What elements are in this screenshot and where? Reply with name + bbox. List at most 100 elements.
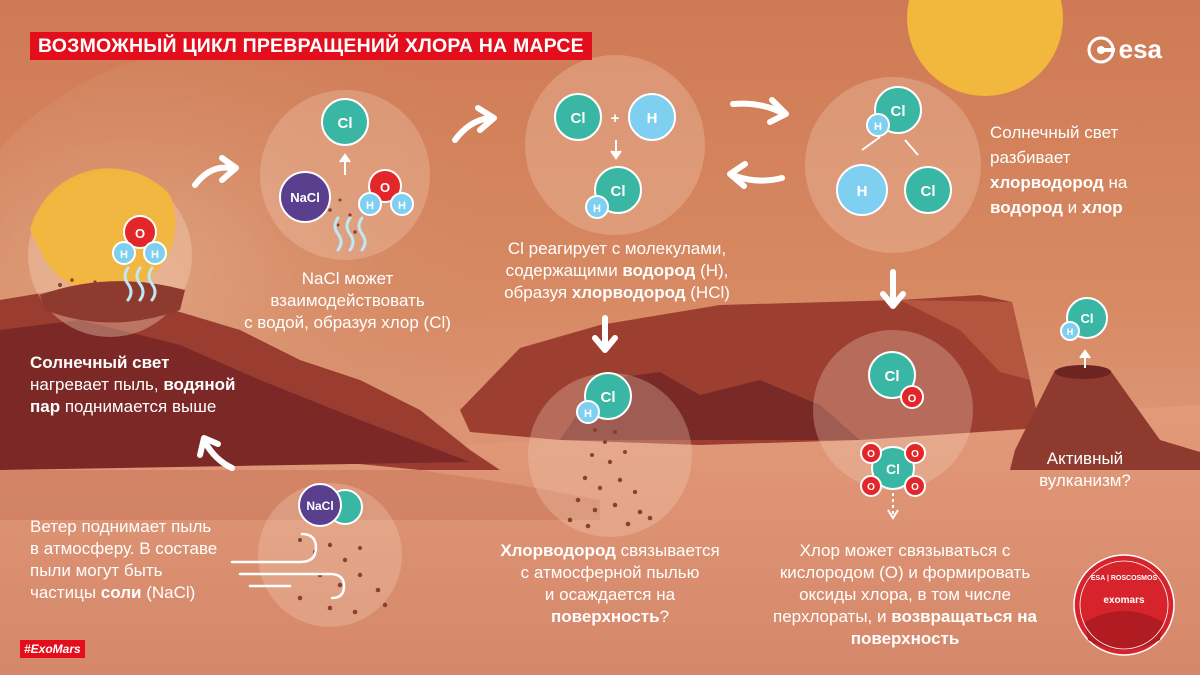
atom-label-o: O (135, 226, 145, 241)
molecule-h-1 (628, 93, 676, 141)
atom-label-h: H (1067, 327, 1074, 337)
atom-label-o: O (908, 393, 917, 405)
small-arrows (339, 136, 1091, 368)
caption-text: на (1108, 173, 1128, 192)
atom-label-cl: Cl (885, 368, 900, 385)
molecule-cl-2 (554, 93, 602, 141)
caption-text: в атмосферу. В составе (30, 539, 218, 558)
caption-text: ? (659, 607, 670, 626)
panel-circle-oxides (813, 330, 973, 490)
caption-text: нагревает пыль, (30, 375, 159, 394)
atom-label-h: H (857, 183, 868, 200)
caption-nacl-water: NaCl может взаимодействовать с водой, об… (215, 268, 480, 334)
atom-label-h: H (593, 203, 601, 215)
volcano (1010, 370, 1200, 470)
sun-icon (907, 0, 1063, 96)
caption-bold: соли (100, 583, 142, 602)
panel-circle-wind (258, 483, 402, 627)
caption-text: оксиды хлора, в том числе (799, 585, 1011, 604)
caption-text: пыли могут быть (30, 561, 163, 580)
caption-text: (NaCl) (146, 583, 196, 602)
volcano-crater (1055, 365, 1111, 379)
molecule-hcl-4 (1060, 297, 1108, 341)
caption-bold: водород (990, 198, 1063, 217)
mesa-shadow (560, 372, 860, 440)
caption-evaporation: Солнечный свет нагревает пыль, водяной п… (30, 352, 320, 418)
molecule-water-1 (112, 215, 167, 265)
caption-bold: водород (622, 261, 696, 280)
caption-bold: водяной (163, 375, 236, 394)
molecule-clo (868, 351, 924, 409)
molecule-hcl-3 (576, 372, 632, 424)
atom-label-cl: Cl (1081, 311, 1094, 326)
atom-labels: O H H Cl NaCl O H H Cl + H Cl H Cl H H C… (120, 103, 1093, 513)
molecule-clo4 (860, 442, 926, 497)
exomars-badge: ESA | ROSCOSMOS exomars (1073, 554, 1175, 656)
cycle-arrows (192, 97, 906, 471)
atom-label-o: O (867, 482, 875, 493)
esa-logo-icon (1087, 36, 1115, 63)
caption-text: Солнечный свет (990, 123, 1119, 142)
caption-text: частицы (30, 583, 97, 602)
badge-top-text: ESA | ROSCOSMOS (1091, 575, 1158, 582)
caption-bold: Хлорводород (500, 541, 616, 560)
molecule-h-2 (836, 164, 888, 216)
caption-text: Cl реагирует с молекулами, (507, 239, 727, 258)
esa-logo: esa (1087, 34, 1162, 65)
caption-text: (H), (700, 261, 729, 280)
caption-deposition: Хлорводород связывается с атмосферной пы… (470, 540, 750, 628)
atom-label-nacl: NaCl (306, 499, 333, 513)
caption-text: Хлор может связываться с (799, 541, 1011, 560)
page-title: ВОЗМОЖНЫЙ ЦИКЛ ПРЕВРАЩЕНИЙ ХЛОРА НА МАРС… (30, 32, 592, 60)
caption-text: и осаждается на (544, 585, 676, 604)
atom-label-cl: Cl (611, 183, 626, 200)
small-sun-icon (30, 168, 176, 294)
molecule-hcl-2 (866, 86, 922, 137)
molecule-nacl-1 (279, 171, 331, 223)
atom-label-cl: Cl (571, 110, 586, 127)
caption-bold: Солнечный свет (30, 353, 170, 372)
caption-text: перхлораты, и (773, 607, 887, 626)
atom-label-h: H (398, 200, 406, 212)
wind-icon (230, 532, 346, 600)
caption-text: связывается (620, 541, 720, 560)
caption-bold: хлор (1081, 198, 1123, 217)
molecule-nacl-2 (298, 483, 363, 527)
caption-oxides: Хлор может связываться с кислородом (O) … (755, 540, 1055, 650)
cliff-shadow (0, 320, 470, 470)
panel-circle-deposition (528, 373, 692, 537)
caption-text: (HCl) (690, 283, 730, 302)
caption-text: вулканизм? (1039, 471, 1131, 490)
atom-label-h: H (120, 249, 128, 261)
molecule-water-2 (358, 169, 414, 216)
atom-label-cl: Cl (601, 389, 616, 406)
atom-label-nacl: NaCl (290, 190, 320, 205)
atom-label-o: O (867, 449, 875, 460)
caption-hcl-formation: Cl реагирует с молекулами, содержащими в… (472, 238, 762, 304)
atom-label-h: H (366, 200, 374, 212)
caption-wind: Ветер поднимает пыль в атмосферу. В сост… (30, 516, 270, 604)
caption-text: и (1067, 198, 1078, 217)
vapor-icon (123, 216, 367, 302)
atom-label-cl: Cl (338, 115, 353, 132)
caption-bold: хлорводород (571, 283, 686, 302)
caption-text: содержащими (505, 261, 618, 280)
atom-label-o: O (911, 449, 919, 460)
plus-sign: + (611, 110, 620, 127)
caption-bold: возвращаться на (891, 607, 1037, 626)
atom-label-h: H (874, 121, 882, 133)
atom-label-cl: Cl (921, 183, 936, 200)
molecule-hcl-1 (585, 166, 642, 219)
caption-text: с атмосферной пылью (520, 563, 700, 582)
caption-text: разбивает (990, 148, 1071, 167)
caption-volcanism: Активный вулканизм? (1015, 448, 1155, 492)
soil (40, 281, 185, 323)
atom-label-o: O (911, 482, 919, 493)
atom-label-h: H (647, 110, 658, 127)
atom-label-h: H (151, 249, 159, 261)
molecule-cl-3 (904, 166, 952, 214)
caption-text: Активный (1046, 449, 1124, 468)
caption-bold: хлорводород (990, 173, 1104, 192)
